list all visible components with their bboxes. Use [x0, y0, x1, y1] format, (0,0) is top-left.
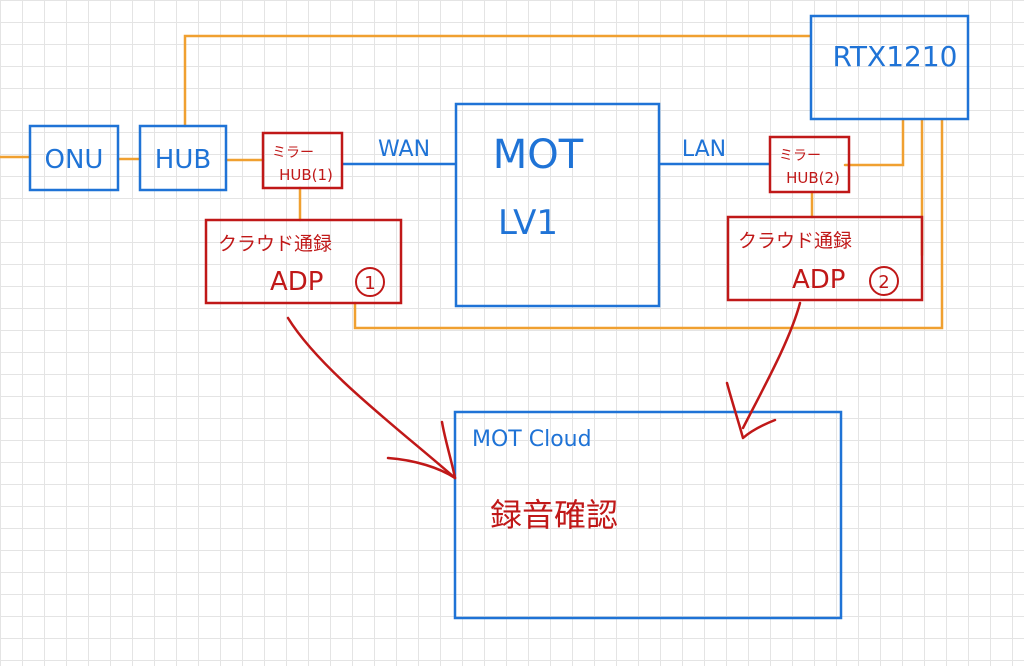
mot-level-label: LV1 [498, 203, 558, 243]
mirror-hub-1-box [261, 131, 344, 190]
onu-label: ONU [45, 145, 104, 175]
mirror-hub-2-line2: HUB(2) [786, 169, 840, 187]
mot-box [454, 102, 661, 308]
wire-rtx-mirror2 [843, 118, 905, 167]
mirror-hub-1-node: ミラー HUB(1) [261, 131, 344, 190]
cloud-adp-2-box [726, 215, 924, 302]
cloud-adp-1-title: クラウド通録 [218, 233, 332, 255]
cloud-adp-2-title: クラウド通録 [738, 230, 852, 252]
rtx-node: RTX1210 [809, 14, 970, 121]
rtx-label: RTX1210 [833, 40, 958, 73]
mot-label: MOT [493, 132, 584, 178]
wire-hub-rtx [183, 34, 812, 128]
onu-box [28, 124, 120, 192]
wire-rtx-adp1 [353, 118, 944, 330]
mot-cloud-title: MOT Cloud [472, 427, 592, 452]
mirror-hub-2-box [768, 135, 851, 194]
mot-node: MOT LV1 [454, 102, 661, 308]
arrow-adp1-head [386, 420, 457, 480]
cloud-adp-2-label: ADP [792, 265, 846, 295]
cloud-adp-2-node: クラウド通録 ADP 2 [726, 215, 924, 302]
mirror-hub-1-line1: ミラー [272, 145, 314, 161]
red-arrows [286, 301, 802, 480]
cloud-adp-1-label: ADP [270, 267, 324, 297]
mirror-hub-2-node: ミラー HUB(2) [768, 135, 851, 194]
cloud-adp-1-number-circle [355, 267, 385, 297]
mot-cloud-note: 録音確認 [490, 496, 618, 534]
lan-label: LAN [682, 137, 726, 162]
mirror-hub-1-line2: HUB(1) [279, 166, 333, 184]
wan-label: WAN [378, 137, 430, 162]
cloud-adp-1-number: 1 [364, 273, 375, 294]
cloud-adp-1-node: クラウド通録 ADP 1 [204, 218, 403, 305]
arrow-adp2-head [725, 381, 777, 440]
arrow-adp2-to-cloud [741, 301, 802, 430]
cloud-adp-2-number: 2 [878, 272, 889, 293]
hub-box [138, 124, 228, 192]
arrow-adp1-to-cloud [286, 316, 457, 480]
onu-node: ONU [28, 124, 120, 192]
cloud-adp-2-number-circle [869, 266, 899, 296]
mirror-hub-2-line1: ミラー [779, 148, 821, 164]
orange-connectors [0, 34, 944, 330]
mot-cloud-box [453, 410, 843, 620]
hub-label: HUB [155, 145, 211, 175]
mot-cloud-node: MOT Cloud 録音確認 [453, 410, 843, 620]
rtx-box [809, 14, 970, 121]
hub-node: HUB [138, 124, 228, 192]
cloud-adp-1-box [204, 218, 403, 305]
